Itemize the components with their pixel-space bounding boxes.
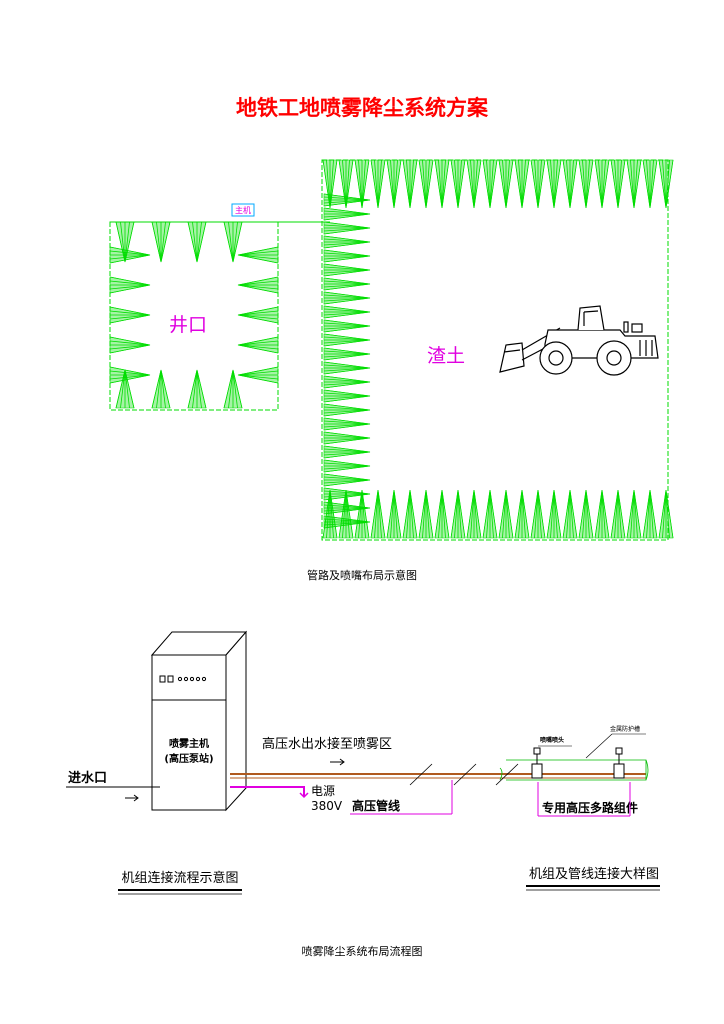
- top-diagram-caption: 管路及喷嘴布局示意图: [307, 569, 417, 582]
- multi-assembly-label: 专用高压多路组件: [542, 800, 638, 815]
- unit-name-line2: (高压泵站): [164, 752, 213, 765]
- main-unit-box: [231, 203, 255, 217]
- spray-layout-diagram: 主机 井口 渣土: [109, 159, 674, 541]
- muck-label: 渣土: [427, 345, 465, 367]
- well-label: 井口: [169, 314, 207, 336]
- nozzle-fittings: [531, 747, 625, 779]
- nozzle-label: 喷嘴喷头: [540, 736, 564, 744]
- spray-host-cabinet: [150, 630, 248, 812]
- spray-nozzles: [109, 159, 674, 539]
- bottom-diagram-caption: 喷雾降尘系统布局流程图: [301, 945, 423, 958]
- power-voltage: 380V: [311, 799, 343, 813]
- page-title: 地铁工地喷雾降尘系统方案: [236, 95, 488, 120]
- unit-name-line1: 喷雾主机: [169, 737, 209, 750]
- wheel-loader-icon: [499, 305, 659, 376]
- nozzle-assembly-detail: [499, 759, 649, 781]
- flow-diagram: 喷雾主机 (高压泵站) 进水口 高压水出水接至喷雾区 电源 380V 高压管线: [66, 630, 660, 895]
- guard-label: 金属防护槽: [610, 725, 640, 733]
- main-unit-label: 主机: [235, 205, 251, 215]
- hp-outlet-label: 高压水出水接至喷雾区: [262, 736, 392, 752]
- left-subcaption: 机组连接流程示意图: [121, 870, 238, 886]
- power-label: 电源: [311, 784, 335, 798]
- right-subcaption: 机组及管线连接大样图: [529, 866, 659, 882]
- hp-pipe-label: 高压管线: [352, 798, 400, 813]
- outlet-arrow-icon: [330, 758, 345, 766]
- power-cable: [230, 786, 305, 797]
- inlet-arrow-icon: [125, 794, 139, 802]
- water-inlet-label: 进水口: [68, 770, 107, 786]
